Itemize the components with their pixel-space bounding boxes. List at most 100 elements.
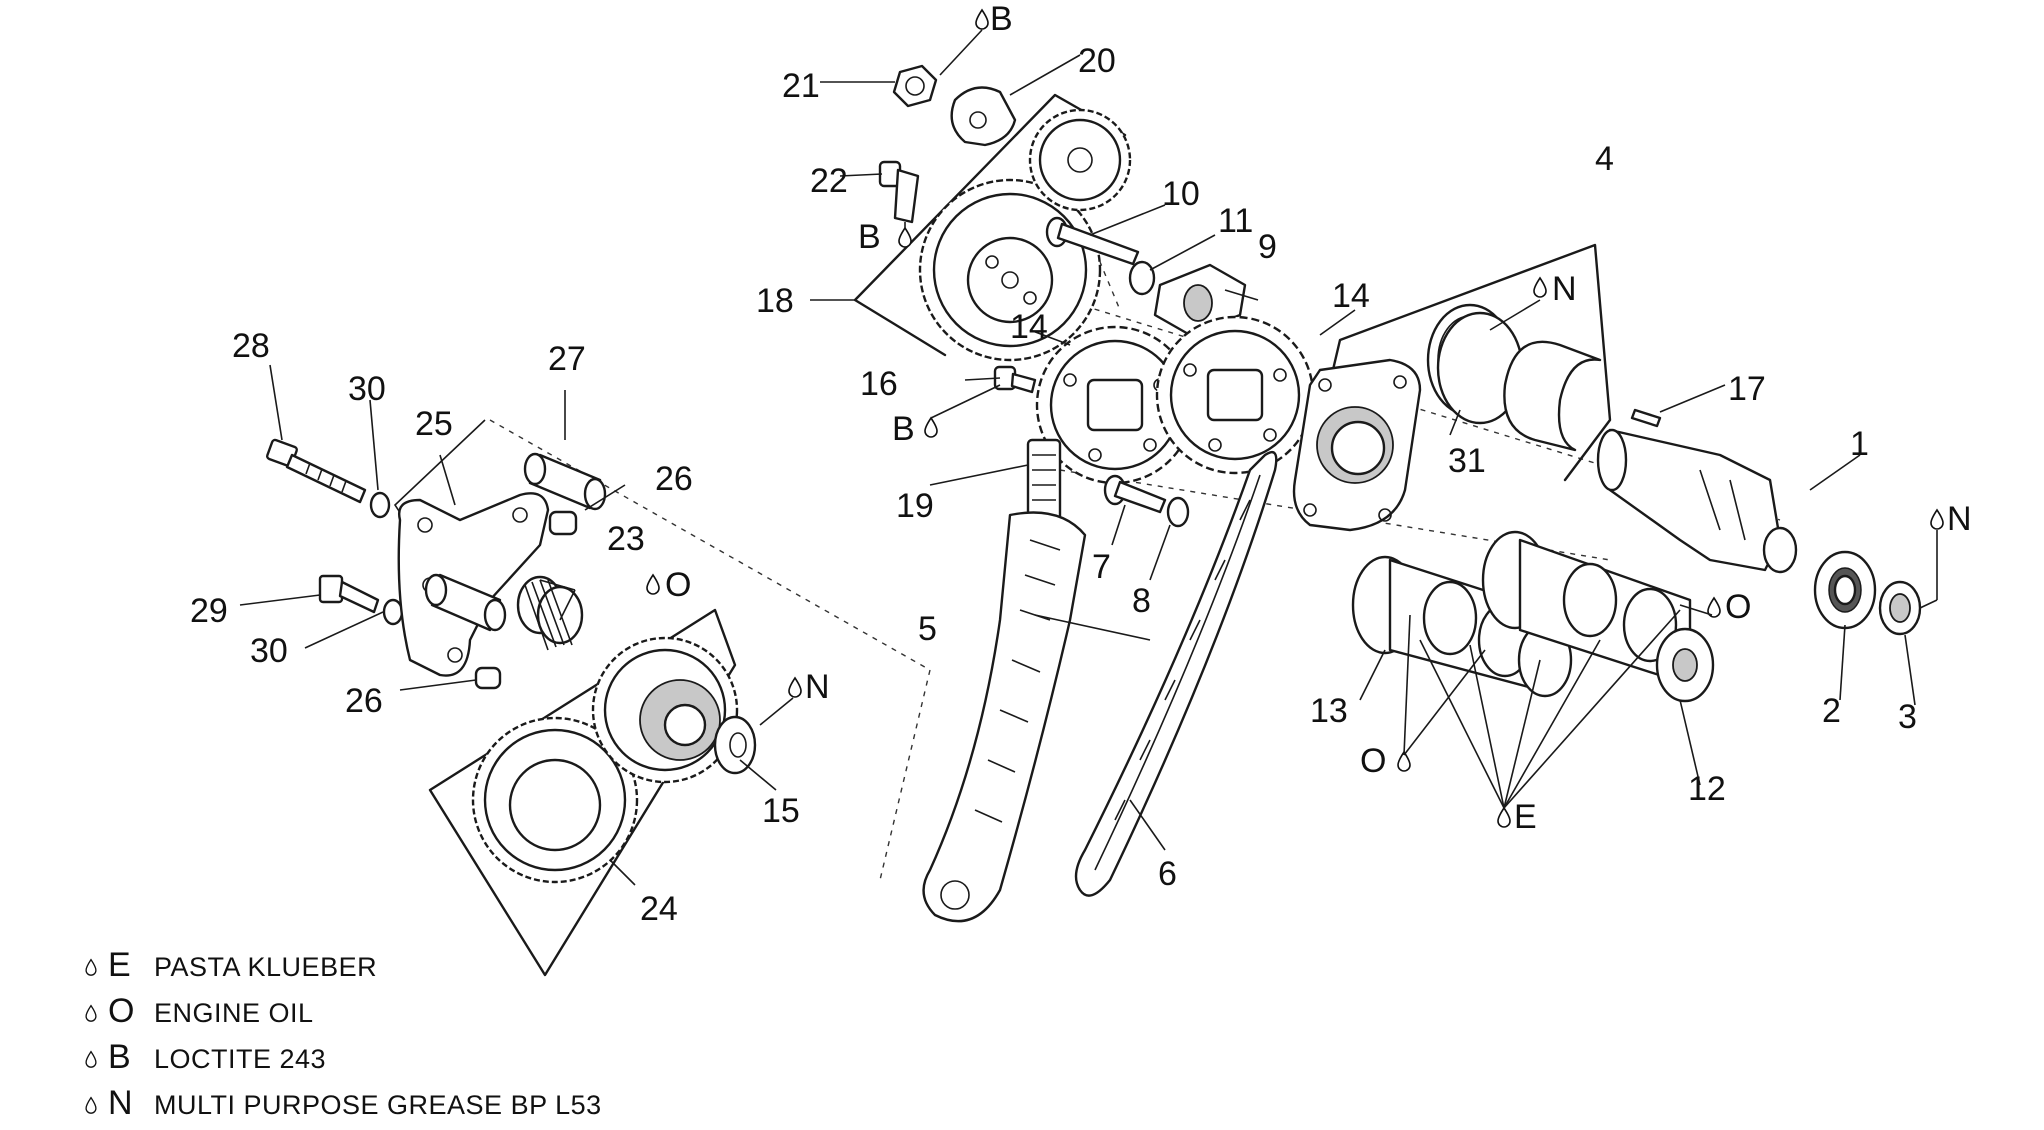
drop-icon <box>85 1096 97 1114</box>
callout-28: 28 <box>232 327 270 365</box>
shaft-1 <box>1596 428 1798 574</box>
marker-o-right: O <box>1725 588 1751 626</box>
legend-code: B <box>108 1038 131 1076</box>
callout-3: 3 <box>1898 698 1917 736</box>
marker-e-bottom: E <box>1514 798 1537 836</box>
callout-11: 11 <box>1218 202 1253 240</box>
legend-row-o: O ENGINE OIL <box>84 992 602 1038</box>
bolt-29 <box>318 574 380 614</box>
leader-lines <box>239 54 1916 886</box>
bolt-28 <box>266 438 367 504</box>
bolt-16 <box>993 365 1037 394</box>
marker-b-left: B <box>858 218 881 256</box>
bushing-26-bottom <box>474 666 502 690</box>
marker-o-left: O <box>665 566 691 604</box>
callout-22: 22 <box>810 162 848 200</box>
callout-12: 12 <box>1688 770 1726 808</box>
callout-2: 2 <box>1822 692 1841 730</box>
callout-1: 1 <box>1850 425 1869 463</box>
legend-description: ENGINE OIL <box>154 998 314 1028</box>
callout-numbers: 1 2 3 4 5 6 7 8 9 10 11 12 13 14 14 15 1… <box>190 42 1917 928</box>
callout-16: 16 <box>860 365 898 403</box>
nut-21 <box>892 64 938 108</box>
gear-small-top <box>1028 108 1132 212</box>
washer-30-top <box>369 491 391 519</box>
callout-4: 4 <box>1595 140 1614 178</box>
callout-19: 19 <box>896 487 934 525</box>
legend-row-b: B LOCTITE 243 <box>84 1038 602 1084</box>
cam-support-4 <box>1292 358 1422 532</box>
callout-27: 27 <box>548 340 586 378</box>
callout-7: 7 <box>1092 548 1111 586</box>
lubricant-markers: B B B N N N O O O E <box>646 0 1972 836</box>
callout-9: 9 <box>1258 228 1277 266</box>
callout-20: 20 <box>1078 42 1116 80</box>
legend-row-n: N MULTI PURPOSE GREASE BP L53 <box>84 1084 602 1130</box>
drop-icon <box>85 958 97 976</box>
washer-11 <box>1128 260 1156 296</box>
retainer-20 <box>950 86 1017 147</box>
legend-row-e: E PASTA KLUEBER <box>84 946 602 992</box>
callout-15: 15 <box>762 792 800 830</box>
pin-27 <box>523 452 607 511</box>
callout-31: 31 <box>1448 442 1486 480</box>
plate-25 <box>397 492 550 677</box>
callout-18: 18 <box>756 282 794 320</box>
callout-14-right: 14 <box>1332 277 1370 315</box>
chain-guide-6 <box>1074 450 1278 897</box>
legend-description: MULTI PURPOSE GREASE BP L53 <box>154 1090 602 1120</box>
legend-description: PASTA KLUEBER <box>154 952 378 982</box>
tensioner-shoe-5 <box>922 511 1087 923</box>
ring-31 <box>1426 303 1524 425</box>
bushing-26-top <box>548 510 578 536</box>
bearing-2 <box>1813 550 1877 630</box>
callout-29: 29 <box>190 592 228 630</box>
callout-26-top: 26 <box>655 460 693 498</box>
marker-n-left: N <box>805 668 830 706</box>
sprocket-14-left <box>1035 325 1195 485</box>
key-17 <box>1630 408 1662 428</box>
drop-icon <box>85 1050 97 1068</box>
marker-n-right: N <box>1947 500 1972 538</box>
bolt-10 <box>1045 216 1140 266</box>
bolt-22 <box>878 160 920 224</box>
gear-24-large <box>471 716 639 884</box>
lubricant-legend: E PASTA KLUEBER O ENGINE OIL B LOCTITE 2… <box>84 946 602 1130</box>
marker-b-top: B <box>990 0 1013 38</box>
callout-10: 10 <box>1162 175 1200 213</box>
callout-24: 24 <box>640 890 678 928</box>
marker-o-bottom: O <box>1360 742 1386 780</box>
legend-code: O <box>108 992 135 1030</box>
washer-30-bottom <box>382 598 404 626</box>
callout-5: 5 <box>918 610 937 648</box>
callout-30-top: 30 <box>348 370 386 408</box>
drop-icon <box>85 1004 97 1022</box>
callout-30-bottom: 30 <box>250 632 288 670</box>
callout-25: 25 <box>415 405 453 443</box>
camshaft-12 <box>1481 530 1715 703</box>
washer-8 <box>1166 496 1190 528</box>
pin-lower <box>424 573 507 632</box>
bolt-7 <box>1103 474 1167 514</box>
callout-23: 23 <box>607 520 645 558</box>
callout-17: 17 <box>1728 370 1766 408</box>
seal-3 <box>1878 580 1922 636</box>
legend-description: LOCTITE 243 <box>154 1044 327 1074</box>
marker-b-mid: B <box>892 410 915 448</box>
legend-code: N <box>108 1084 133 1122</box>
callout-8: 8 <box>1132 582 1151 620</box>
sprocket-14-right <box>1155 315 1315 475</box>
bearing-shell <box>1503 340 1602 452</box>
legend-code: E <box>108 946 131 984</box>
chain-link-19 <box>1026 438 1062 522</box>
callout-14-left: 14 <box>1010 308 1048 346</box>
callout-13: 13 <box>1310 692 1348 730</box>
washer-15 <box>713 715 757 775</box>
gear-24-small <box>591 636 739 784</box>
needle-bearing-23 <box>516 575 584 651</box>
callout-6: 6 <box>1158 855 1177 893</box>
callout-26-bottom: 26 <box>345 682 383 720</box>
marker-n-top: N <box>1552 270 1577 308</box>
callout-21: 21 <box>782 67 820 105</box>
